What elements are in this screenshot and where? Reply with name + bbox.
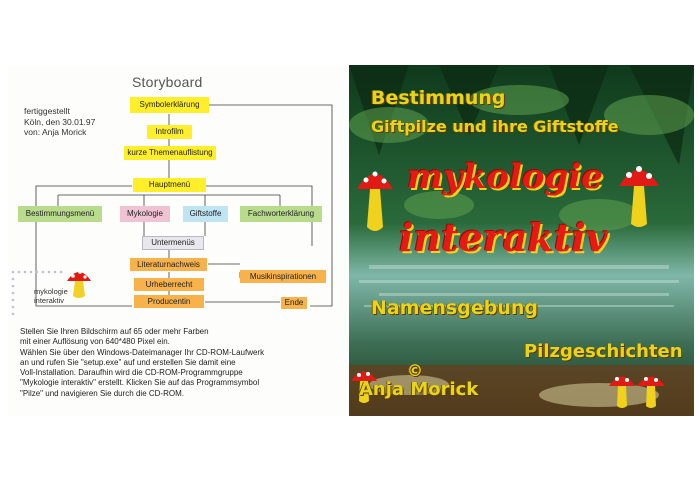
- node-introfilm: Introfilm: [147, 125, 192, 139]
- toadstool-icon: [619, 166, 659, 227]
- instruction-line: an und rufen Sie "setup.exe" auf und ers…: [20, 357, 236, 367]
- instruction-line: "Mykologie interaktiv" erstellt. Klicken…: [20, 378, 260, 388]
- mushroom-logo-icon: [67, 270, 91, 298]
- node-mykologie: Mykologie: [120, 206, 170, 222]
- install-instructions: Stellen Sie Ihren Bildschirm auf 65 oder…: [20, 327, 342, 399]
- node-untermenues: Untermenüs: [142, 236, 204, 250]
- cover-title-interaktiv: interaktiv: [399, 215, 608, 260]
- node-symbolerklaerung: Symbolerklärung: [130, 97, 209, 113]
- instruction-line: Wählen Sie über den Windows-Dateimanager…: [20, 347, 265, 357]
- node-musikinspirationen: Musikinspirationen: [240, 270, 326, 283]
- toadstool-icon: [351, 371, 377, 403]
- copyright-symbol: ©: [407, 361, 423, 380]
- node-fachworterklaerung: Fachworterklärung: [240, 206, 322, 222]
- node-producentin: Producentin: [134, 295, 204, 308]
- mushroom-logo-text: mykologie interaktiv: [34, 287, 68, 305]
- instruction-line: mit einer Auflösung von 640*480 Pixel ei…: [20, 337, 170, 347]
- cover-author: Anja Morick: [359, 379, 479, 400]
- meta-date: Köln, den 30.01.97: [24, 116, 96, 127]
- storyboard-meta: fertiggestellt Köln, den 30.01.97 von: A…: [24, 106, 95, 138]
- cover-line-pilzgeschichten: Pilzgeschichten: [524, 341, 683, 362]
- cover-line-giftpilze: Giftpilze und ihre Giftstoffe: [371, 117, 619, 136]
- node-literaturnachweis: Literaturnachweis: [130, 258, 207, 271]
- node-hauptmenue: Hauptmenü: [133, 178, 206, 192]
- node-urheberrecht: Urheberrecht: [134, 278, 204, 291]
- logo-line-1: mykologie: [34, 287, 68, 296]
- instruction-line: "Pilze" und navigieren Sie durch die CD-…: [20, 388, 184, 398]
- logo-line-2: interaktiv: [34, 296, 65, 305]
- node-themen: kurze Themenauflistung: [124, 146, 216, 160]
- cover-line-bestimmung: Bestimmung: [371, 87, 506, 109]
- jungle-background: [349, 65, 694, 416]
- cover-title-mykologie: mykologie: [407, 157, 603, 197]
- storyboard-title: Storyboard: [132, 74, 203, 90]
- node-ende: Ende: [281, 297, 307, 309]
- node-giftstoffe: Giftstoffe: [183, 206, 228, 222]
- cover-line-namensgebung: Namensgebung: [371, 297, 538, 319]
- meta-status: fertiggestellt: [24, 106, 70, 116]
- toadstool-icon: [609, 376, 665, 408]
- toadstool-icon: [357, 171, 393, 231]
- node-bestimmungsmenue: Bestimmungsmenü: [18, 206, 102, 222]
- meta-author: von: Anja Morick: [24, 127, 87, 137]
- cover-art: Bestimmung Giftpilze und ihre Giftstoffe…: [349, 65, 694, 416]
- instruction-line: Voll-Installation. Daraufhin wird die CD…: [20, 368, 243, 378]
- instruction-line: Stellen Sie Ihren Bildschirm auf 65 oder…: [20, 327, 209, 336]
